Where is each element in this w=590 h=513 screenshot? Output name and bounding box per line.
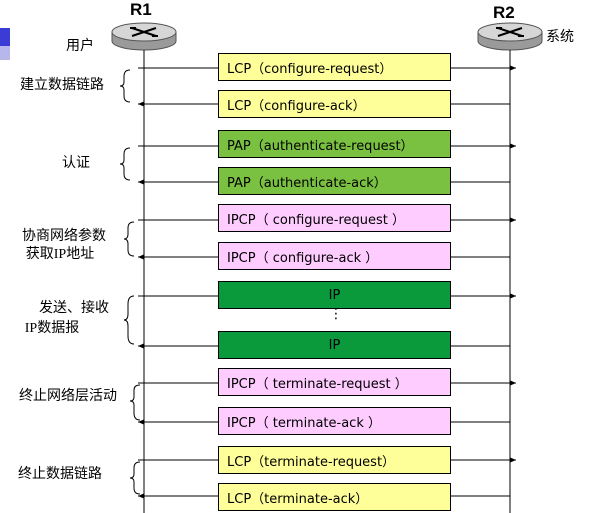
- brace-auth: [119, 147, 131, 181]
- message-lcp-configure-ack: LCP（configure-ack）: [218, 90, 451, 118]
- message-lcp-terminate-request: LCP（terminate-request）: [218, 446, 451, 474]
- phase-negotiate-line2: 获取IP地址: [25, 247, 95, 262]
- brace-establish: [119, 69, 131, 103]
- message-label: LCP（terminate-request）: [227, 454, 396, 470]
- phase-establish-link: 建立数据链路: [20, 78, 104, 93]
- message-lcp-configure-request: LCP（configure-request）: [218, 53, 451, 81]
- message-pap-authenticate-request: PAP（authenticate-request）: [218, 130, 451, 158]
- message-pap-authenticate-ack: PAP（authenticate-ack）: [218, 167, 451, 195]
- brace-terminate-link: [129, 461, 141, 495]
- message-label: LCP（terminate-ack）: [227, 491, 369, 507]
- phase-negotiate-line1: 协商网络参数: [22, 229, 106, 244]
- message-ip-datagram-2: IP: [218, 331, 451, 359]
- message-label: IPCP（ configure-request ）: [227, 212, 406, 228]
- phase-terminate-link: 终止数据链路: [18, 467, 102, 482]
- message-label: PAP（authenticate-ack）: [227, 175, 387, 191]
- router-r2-label: R2: [493, 3, 515, 22]
- message-label: IP: [328, 337, 341, 353]
- router-r1-label: R1: [130, 0, 152, 19]
- message-label: IPCP（ configure-ack ）: [227, 250, 379, 266]
- phase-authentication: 认证: [62, 156, 90, 171]
- message-label: IPCP（ terminate-ack ）: [227, 415, 381, 431]
- brace-negotiate: [123, 221, 135, 257]
- brace-terminate-net: [129, 384, 141, 421]
- user-host-label: 用户: [66, 39, 94, 54]
- ellipsis-more-datagrams: ⋮: [329, 306, 343, 322]
- phase-braces: [119, 69, 141, 495]
- message-label: LCP（configure-request）: [227, 61, 393, 77]
- slide-accent-bar: [0, 28, 10, 46]
- slide-accent-bar-light: [0, 46, 10, 60]
- phase-transfer-line1: 发送、接收: [39, 301, 109, 316]
- phase-terminate-network: 终止网络层活动: [19, 389, 117, 404]
- message-ipcp-terminate-ack: IPCP（ terminate-ack ）: [218, 407, 451, 435]
- router-icon-r2: [477, 22, 543, 51]
- message-lcp-terminate-ack: LCP（terminate-ack）: [218, 483, 451, 511]
- router-icon-r1: [111, 22, 177, 51]
- brace-transfer: [123, 295, 135, 345]
- message-ip-datagram-1: IP: [218, 281, 451, 309]
- phase-transfer-line2: IP数据报: [24, 321, 80, 336]
- message-label: LCP（configure-ack）: [227, 98, 366, 114]
- message-ipcp-configure-request: IPCP（ configure-request ）: [218, 204, 451, 232]
- message-label: IPCP（ terminate-request ）: [227, 376, 408, 392]
- message-ipcp-terminate-request: IPCP（ terminate-request ）: [218, 368, 451, 396]
- message-ipcp-configure-ack: IPCP（ configure-ack ）: [218, 242, 451, 270]
- system-host-label: 系统: [546, 30, 574, 45]
- message-label: PAP（authenticate-request）: [227, 138, 414, 154]
- message-label: IP: [328, 287, 341, 303]
